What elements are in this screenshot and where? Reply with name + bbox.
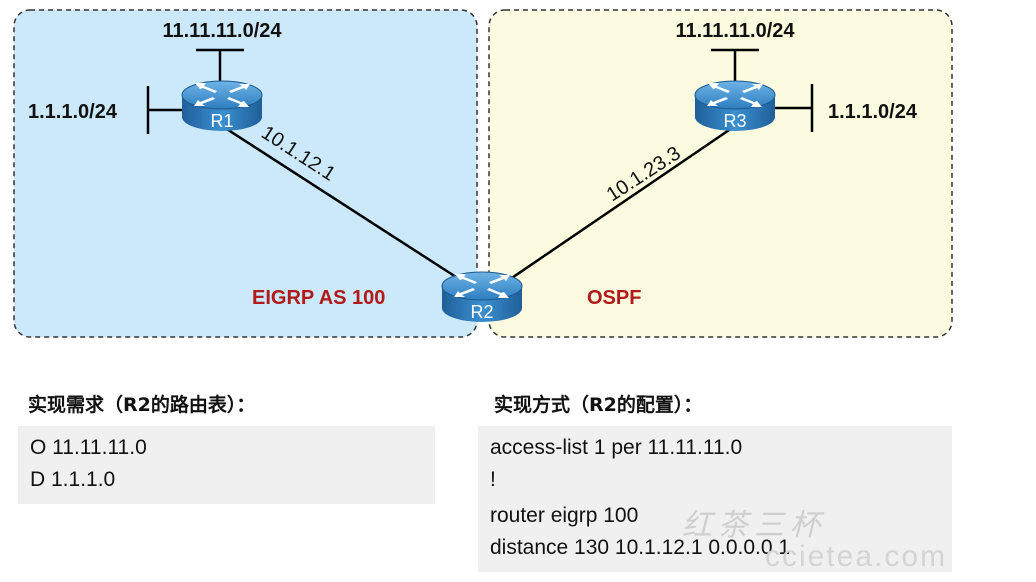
ospf-protocol-label: OSPF (587, 287, 641, 309)
router-r2-label: R2 (470, 302, 493, 322)
router-r2[interactable]: R2 (441, 271, 523, 323)
r3-top-network-stub (711, 48, 759, 86)
r1-left-network-stub (146, 86, 182, 134)
eigrp-zone (13, 9, 478, 338)
router-r3[interactable]: R3 (694, 80, 776, 132)
requirement-heading: 实现需求（R2的路由表）： (28, 394, 256, 416)
eigrp-protocol-label: EIGRP AS 100 (252, 287, 385, 309)
r3-top-network-label: 11.11.11.0/24 (675, 20, 795, 42)
implementation-box: access-list 1 per 11.11.11.0 ! router ei… (478, 426, 952, 572)
network-topology-diagram: R1 R3 R2 11.11.11.0/24 1.1.1.0/24 11.11.… (13, 9, 953, 338)
implementation-line-1: access-list 1 per 11.11.11.0 (490, 436, 743, 459)
router-r3-label: R3 (723, 111, 746, 131)
watermark-chinese: 红茶三杯 (682, 508, 826, 543)
router-r1[interactable]: R1 (181, 80, 263, 132)
watermark-site: ccietea.com (765, 540, 948, 573)
router-r1-label: R1 (210, 111, 233, 131)
implementation-heading: 实现方式（R2的配置）： (494, 394, 703, 416)
link-r3-r2 (499, 124, 736, 288)
requirement-line-2: D 1.1.1.0 (30, 468, 116, 491)
ospf-zone (488, 9, 953, 338)
r1-left-network-label: 1.1.1.0/24 (28, 101, 118, 123)
requirement-line-1: O 11.11.11.0 (30, 436, 147, 459)
r3-right-network-label: 1.1.1.0/24 (828, 101, 918, 123)
r1-top-network-stub (196, 48, 244, 86)
requirement-box: O 11.11.11.0 D 1.1.1.0 (18, 426, 435, 504)
implementation-line-3: router eigrp 100 (490, 504, 639, 527)
r3-right-network-stub (775, 84, 814, 132)
implementation-line-2: ! (490, 468, 496, 491)
r1-top-network-label: 11.11.11.0/24 (162, 20, 282, 42)
link-r1-r2 (221, 124, 471, 288)
implementation-line-4: distance 130 10.1.12.1 0.0.0.0 1 (490, 536, 791, 559)
